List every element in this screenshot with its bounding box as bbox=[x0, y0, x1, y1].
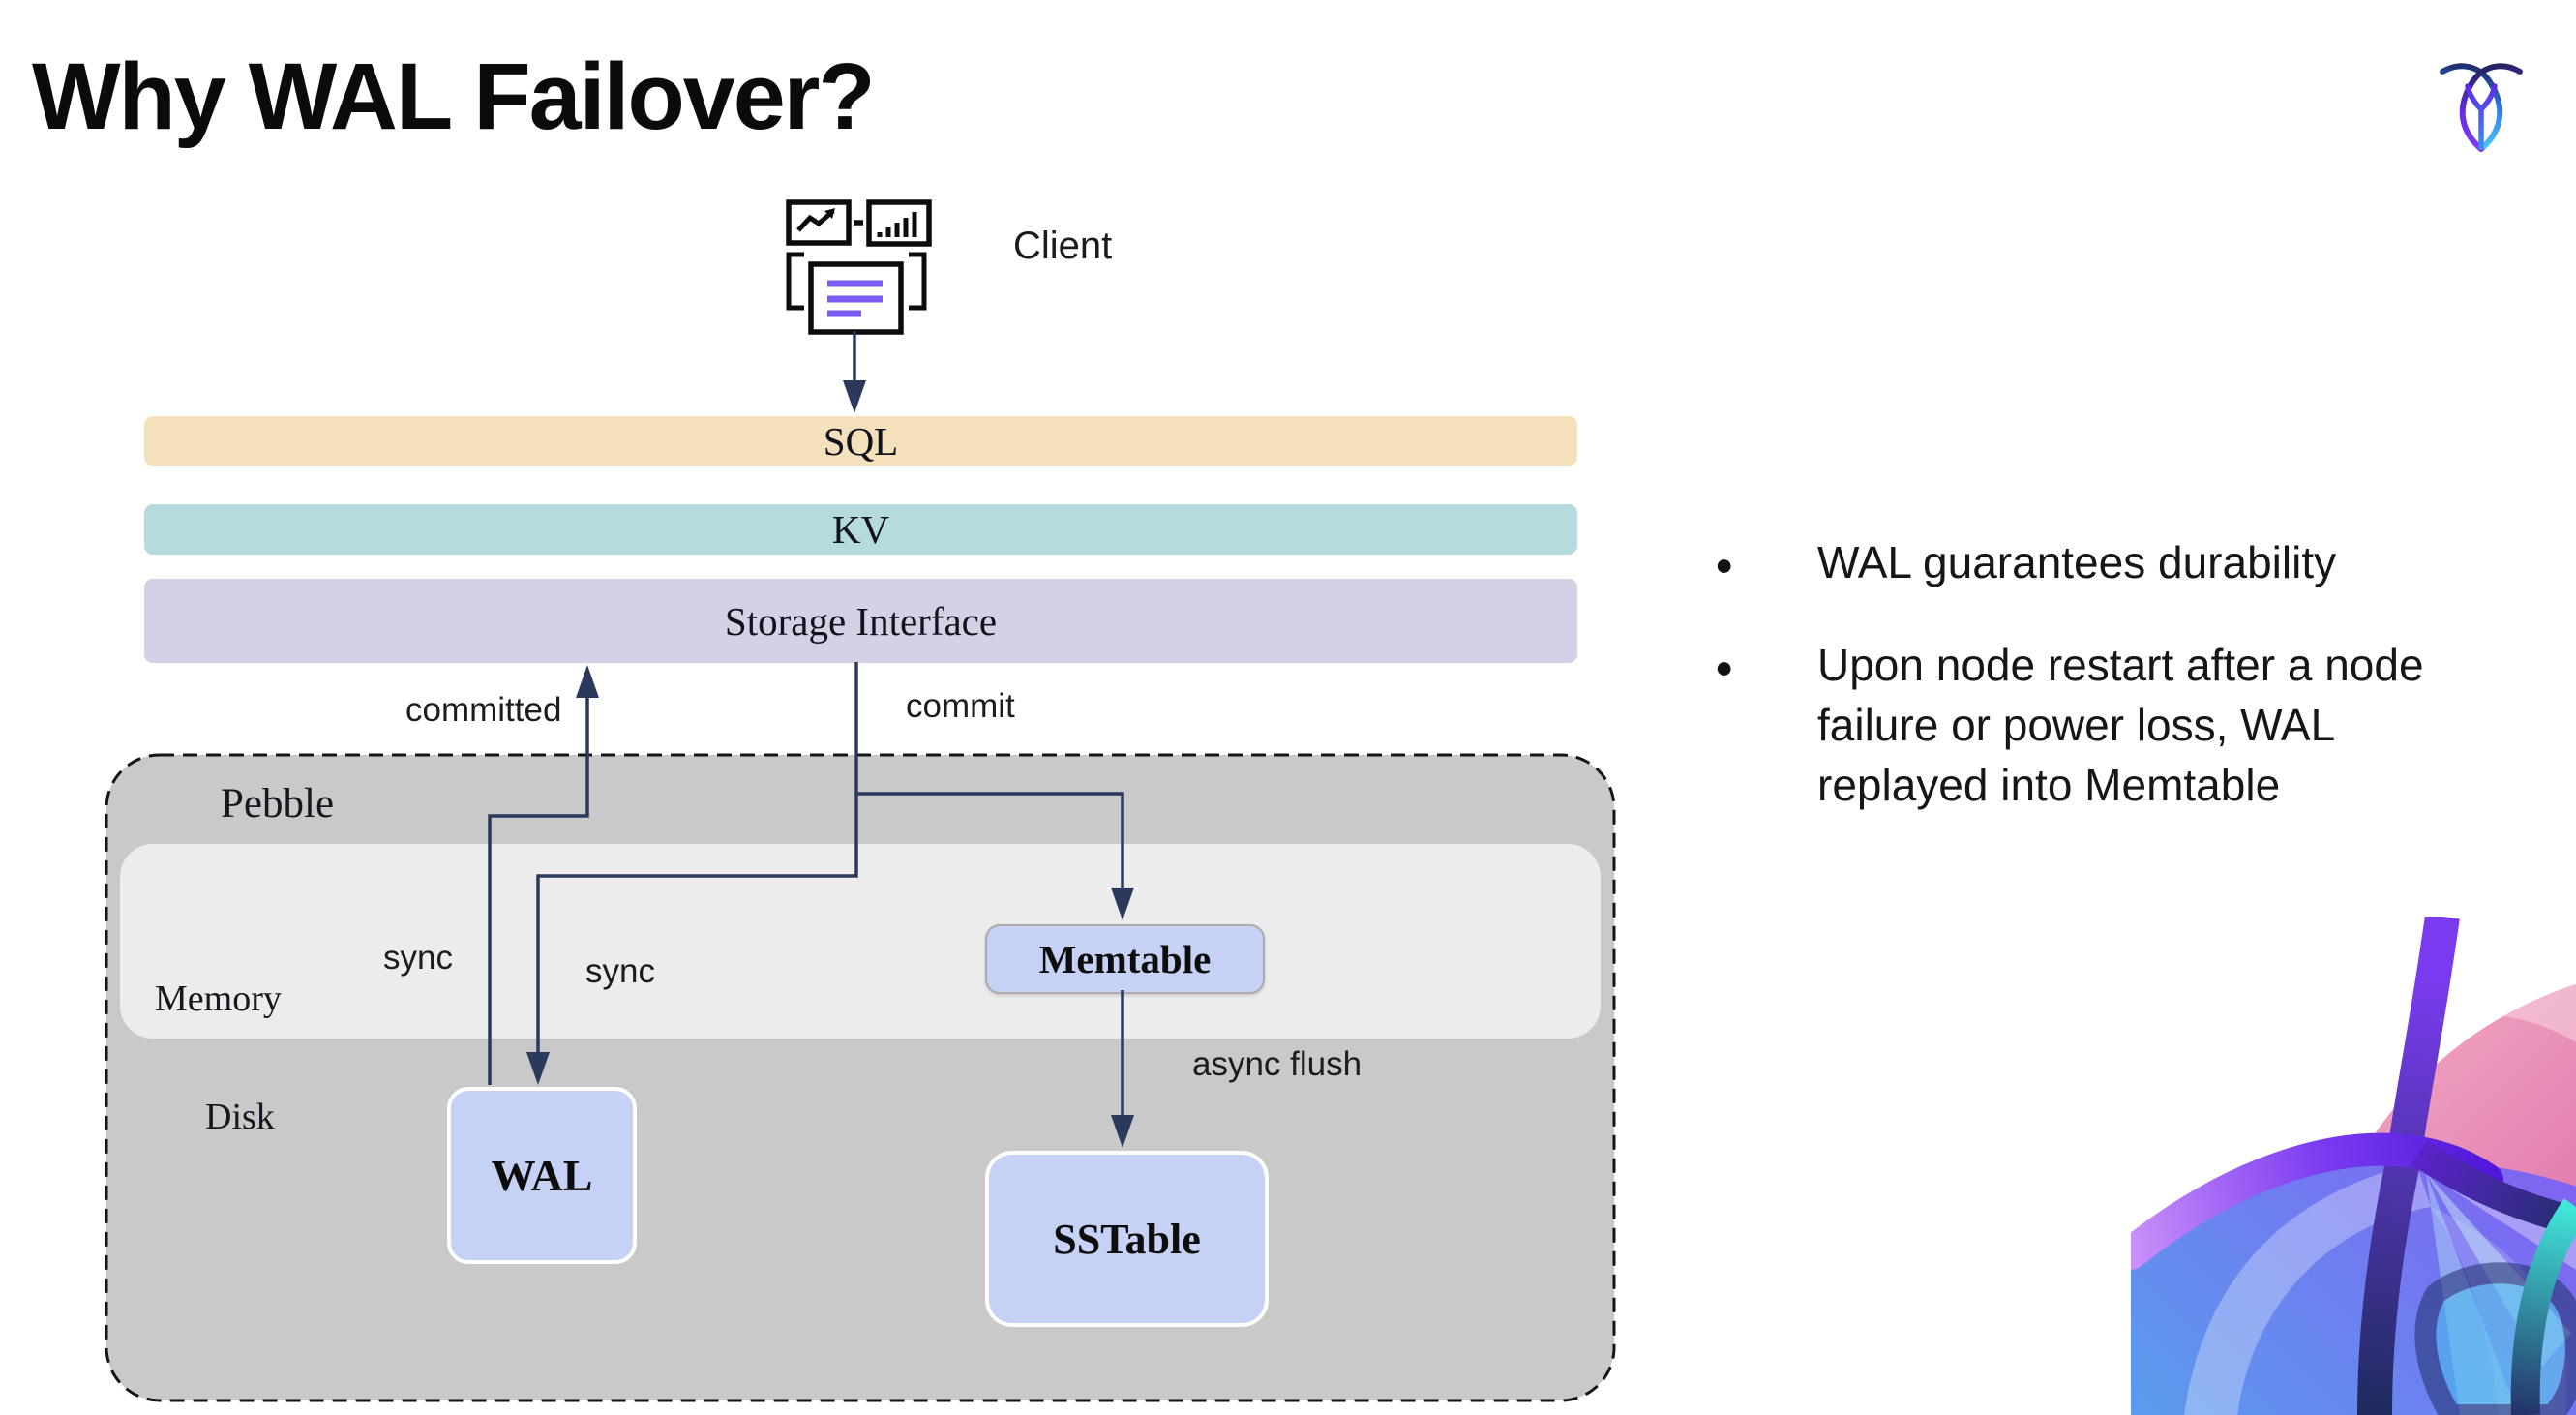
edge-label-async-flush: async flush bbox=[1192, 1045, 1363, 1083]
layer-sql-label: SQL bbox=[823, 418, 899, 464]
wal-node: WAL bbox=[447, 1087, 637, 1264]
layer-kv-label: KV bbox=[831, 507, 890, 552]
disk-zone-label: Disk bbox=[205, 1097, 275, 1137]
edge-label-committed: committed bbox=[405, 691, 562, 729]
layer-sql: SQL bbox=[144, 416, 1577, 466]
bullet-list: WAL guarantees durability Upon node rest… bbox=[1705, 532, 2450, 815]
memtable-node-label: Memtable bbox=[1038, 937, 1212, 981]
arrowhead-down-sql bbox=[843, 380, 866, 413]
memory-zone bbox=[120, 844, 1601, 1039]
layer-storage-interface-label: Storage Interface bbox=[724, 598, 998, 644]
edge-label-sync-wal-left: sync bbox=[383, 939, 453, 977]
sstable-node: SSTable bbox=[985, 1151, 1269, 1327]
edge-label-sync-wal-right: sync bbox=[585, 952, 655, 990]
client-icon bbox=[786, 199, 932, 335]
wal-node-label: WAL bbox=[491, 1151, 593, 1200]
bullet-item: WAL guarantees durability bbox=[1705, 532, 2450, 594]
layer-storage-interface: Storage Interface bbox=[144, 579, 1577, 663]
corner-brand-art bbox=[2131, 917, 2576, 1415]
layer-kv: KV bbox=[144, 504, 1577, 555]
arrowhead-up-committed bbox=[576, 665, 599, 698]
memory-zone-label: Memory bbox=[155, 978, 282, 1019]
page-title: Why WAL Failover? bbox=[32, 44, 876, 149]
client-label: Client bbox=[1013, 225, 1113, 267]
memtable-node: Memtable bbox=[985, 924, 1265, 994]
edge-label-commit: commit bbox=[906, 687, 1015, 725]
sstable-node-label: SSTable bbox=[1053, 1215, 1201, 1263]
bullet-item: Upon node restart after a node failure o… bbox=[1705, 635, 2450, 815]
cockroachdb-logo-icon bbox=[2440, 63, 2523, 152]
pebble-label: Pebble bbox=[221, 781, 335, 827]
